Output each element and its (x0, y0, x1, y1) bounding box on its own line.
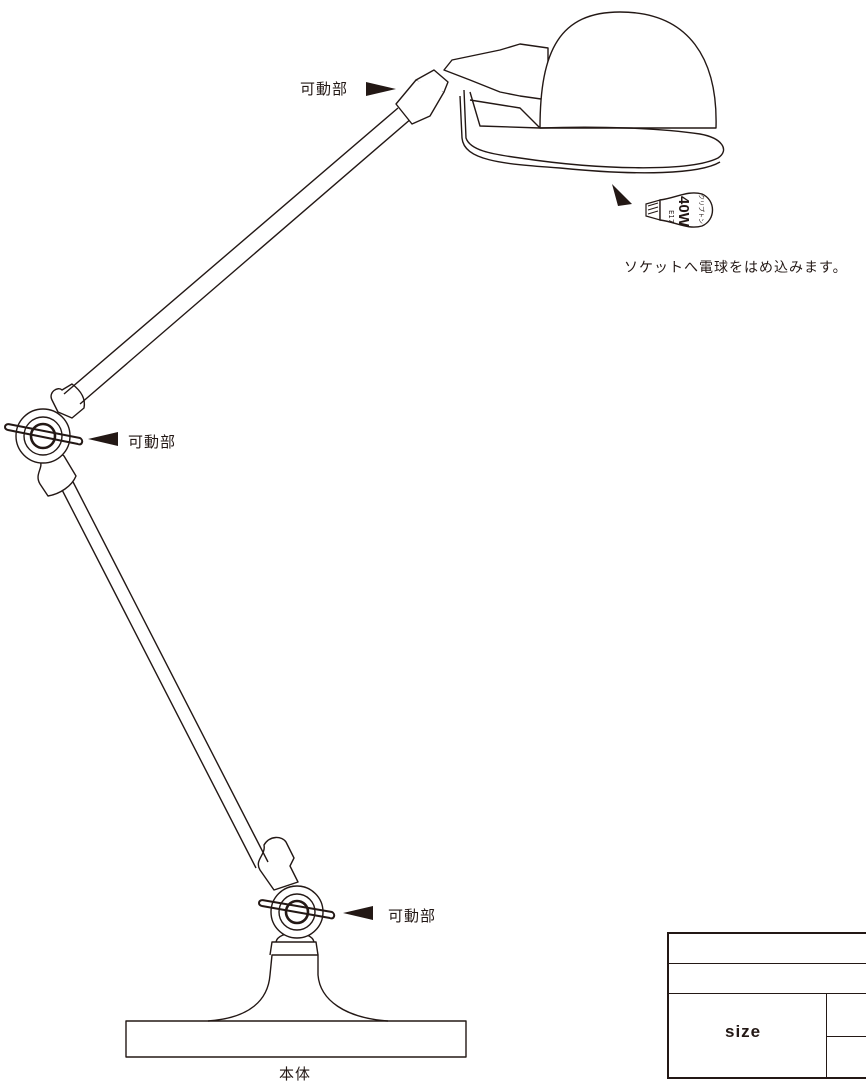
movable-part-label-bottom: 可動部 (388, 907, 437, 925)
arrow-left-icon (343, 906, 373, 920)
movable-part-label-middle: 可動部 (128, 433, 177, 451)
arrow-right-icon (366, 82, 396, 96)
body-label: 本体 (279, 1065, 312, 1083)
bulb-wattage: 40W (675, 196, 692, 227)
arrow-left-icon (88, 432, 118, 446)
lower-joint (258, 885, 336, 939)
size-table-divider (826, 1036, 866, 1037)
bulb-type: クリプトン (697, 194, 704, 225)
upper-arm (63, 107, 413, 405)
lower-arm (57, 475, 269, 869)
socket-instruction: ソケットへ電球をはめ込みます。 (624, 260, 848, 276)
lamp-shade (539, 11, 717, 129)
middle-joint (4, 408, 84, 464)
size-table-row (669, 934, 866, 964)
light-bulb-icon (645, 192, 714, 228)
lamp-base-neck (207, 954, 389, 1022)
size-label: size (725, 1022, 762, 1041)
bulb-pointer-arrow (612, 184, 632, 206)
wire-guard (463, 89, 725, 169)
size-table-divider (826, 993, 827, 1077)
size-table-row (669, 963, 866, 994)
bulb-base: E17 (667, 210, 675, 224)
movable-part-label-top: 可動部 (300, 80, 349, 98)
lamp-base-plate (125, 1020, 467, 1058)
size-table: size (667, 932, 866, 1079)
